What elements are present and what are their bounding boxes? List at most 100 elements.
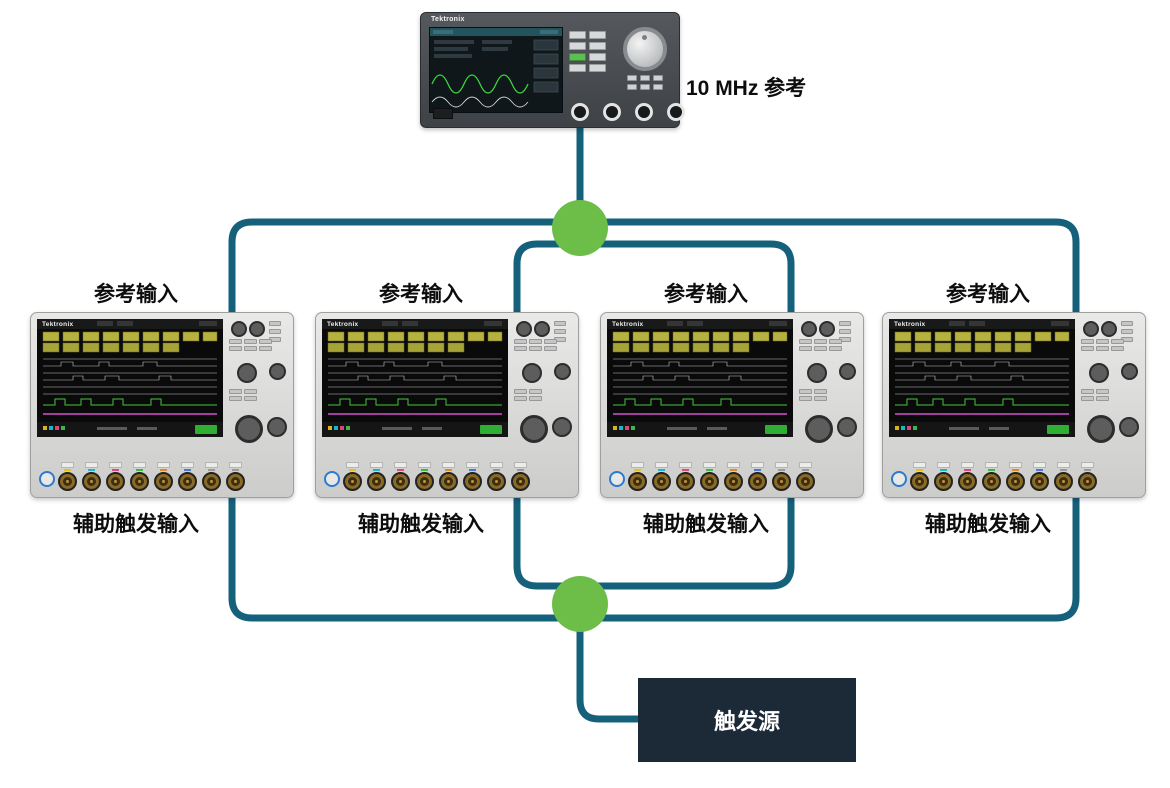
scope-screen: Tektronix — [607, 319, 793, 437]
bnc-ring — [154, 472, 173, 491]
control-knob — [534, 321, 550, 337]
generator-brand: Tektronix — [431, 16, 465, 23]
bnc-label — [109, 462, 122, 468]
bnc-ring — [487, 472, 506, 491]
bnc-ring — [367, 472, 386, 491]
generator-arrow-keys — [627, 75, 663, 90]
bnc-connector — [1006, 462, 1025, 491]
control-button — [269, 329, 281, 334]
control-button — [229, 389, 242, 394]
generator-output-ports — [571, 103, 685, 121]
generator-arrow-key — [640, 84, 650, 90]
control-button — [544, 346, 557, 351]
control-button — [529, 396, 542, 401]
channel-led — [469, 469, 476, 471]
generator-arrow-key — [653, 84, 663, 90]
bnc-connector — [106, 462, 125, 491]
control-button — [244, 346, 257, 351]
oscilloscope-unit: 参考输入 Tektronix — [882, 282, 1146, 538]
ref-input-label: 参考输入 — [379, 283, 463, 306]
channel-led — [493, 469, 500, 471]
ref-input-label: 参考输入 — [664, 283, 748, 306]
control-button — [259, 346, 272, 351]
channel-led — [634, 469, 641, 471]
bnc-label — [913, 462, 926, 468]
generator-key — [569, 53, 586, 61]
control-knob — [235, 415, 263, 443]
generator-screen — [429, 27, 563, 113]
bnc-connector — [82, 462, 101, 491]
control-knob — [1089, 363, 1109, 383]
channel-led — [373, 469, 380, 471]
bnc-label — [679, 462, 692, 468]
control-button — [229, 396, 242, 401]
wire-trigger-stem — [576, 618, 642, 723]
oscilloscope-unit: 参考输入 Tektronix — [600, 282, 864, 538]
bnc-label — [514, 462, 527, 468]
control-button — [1096, 396, 1109, 401]
control-knob — [1121, 363, 1138, 380]
scope-screen-graphic — [889, 319, 1075, 437]
bnc-ring — [1030, 472, 1049, 491]
bnc-connector — [724, 462, 743, 491]
channel-led — [112, 469, 119, 471]
control-button — [529, 346, 542, 351]
bnc-connector — [178, 462, 197, 491]
channel-led — [397, 469, 404, 471]
control-buttons — [1081, 339, 1124, 351]
oscilloscope-unit: 参考输入 Tektronix — [30, 282, 294, 538]
control-buttons — [799, 389, 827, 401]
scope-brand: Tektronix — [327, 321, 359, 328]
control-knob — [249, 321, 265, 337]
bnc-label — [394, 462, 407, 468]
channel-led — [64, 469, 71, 471]
control-button — [229, 339, 242, 344]
control-knob — [837, 417, 857, 437]
bnc-label — [157, 462, 170, 468]
channel-led — [88, 469, 95, 471]
bnc-ring — [130, 472, 149, 491]
bnc-connector — [367, 462, 386, 491]
generator-key — [589, 31, 606, 39]
bnc-label — [133, 462, 146, 468]
channel-led — [349, 469, 356, 471]
control-button — [554, 321, 566, 326]
control-knob — [522, 363, 542, 383]
bnc-connector — [1054, 462, 1073, 491]
channel-led — [730, 469, 737, 471]
bnc-connector — [934, 462, 953, 491]
control-knob — [516, 321, 532, 337]
control-knob — [801, 321, 817, 337]
bnc-ring — [982, 472, 1001, 491]
bnc-ring — [958, 472, 977, 491]
aux-trigger-input-label: 辅助触发输入 — [925, 513, 1051, 536]
generator-key — [589, 42, 606, 50]
channel-led — [160, 469, 167, 471]
scope-screen: Tektronix — [322, 319, 508, 437]
bnc-ring — [343, 472, 362, 491]
control-knob — [520, 415, 548, 443]
bnc-label — [442, 462, 455, 468]
scope-screen: Tektronix — [889, 319, 1075, 437]
bnc-ring — [652, 472, 671, 491]
control-button — [1081, 389, 1094, 394]
bnc-connector — [463, 462, 482, 491]
control-button — [1096, 346, 1109, 351]
function-generator: Tektronix — [420, 12, 685, 128]
bnc-connector — [652, 462, 671, 491]
oscilloscope: Tektronix — [882, 312, 1146, 498]
control-button — [799, 396, 812, 401]
control-knob — [1083, 321, 1099, 337]
generator-key — [589, 64, 606, 72]
channel-led — [1012, 469, 1019, 471]
channel-led — [421, 469, 428, 471]
scope-controls — [227, 319, 287, 467]
control-button — [1111, 346, 1124, 351]
control-buttons — [514, 389, 542, 401]
bnc-label — [799, 462, 812, 468]
junction-node-bottom — [552, 576, 608, 632]
bnc-connector — [748, 462, 767, 491]
bnc-ring — [748, 472, 767, 491]
bnc-connector — [1030, 462, 1049, 491]
control-button — [1081, 346, 1094, 351]
